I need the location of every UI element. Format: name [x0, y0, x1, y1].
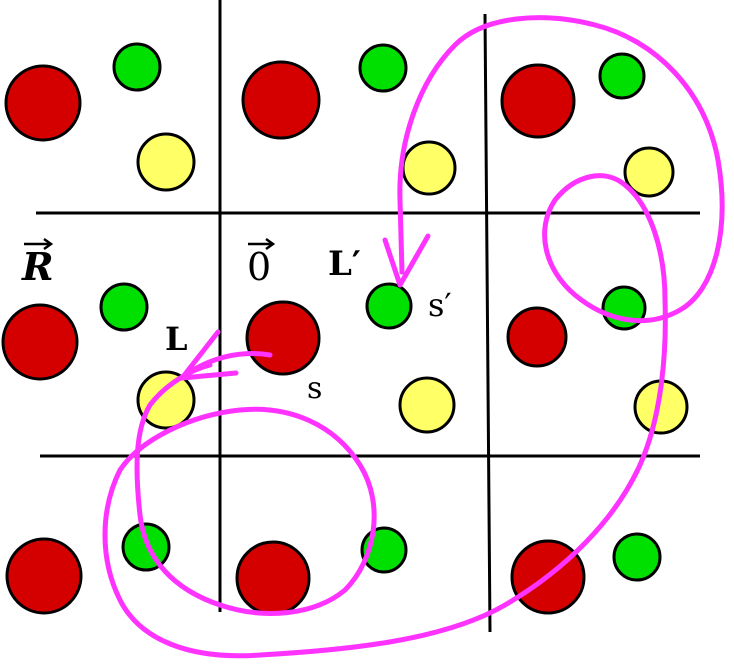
- vector-arrow-zero-icon: [248, 237, 276, 251]
- atom-green: [112, 42, 162, 92]
- path-L-prime: [102, 15, 725, 659]
- atom-red: [4, 64, 82, 142]
- atom-red: [506, 306, 568, 368]
- arrowhead-L-prime: [382, 233, 431, 288]
- exchange-paths: [102, 15, 725, 659]
- label-R-vector: R: [21, 244, 54, 289]
- atom-red: [1, 303, 79, 381]
- atom-red: [245, 300, 321, 376]
- path-L: [182, 351, 273, 378]
- atom-red: [235, 540, 311, 616]
- atoms: [1, 42, 689, 616]
- atom-yellow: [401, 140, 457, 196]
- grid-lines: [36, 0, 700, 633]
- label-zero-vector: 0: [247, 245, 271, 289]
- atom-green: [365, 282, 413, 330]
- atom-red: [241, 60, 321, 140]
- atom-red: [5, 537, 83, 615]
- grid-line-vertical-2: [483, 13, 492, 633]
- label-L: L: [165, 320, 188, 358]
- atom-yellow: [136, 132, 196, 192]
- atom-green: [358, 43, 408, 93]
- atom-yellow: [136, 370, 196, 430]
- arrowhead-L: [179, 329, 239, 381]
- label-s-prime: s′: [428, 286, 452, 324]
- atom-yellow: [398, 376, 456, 434]
- labels: R 0 L′ s′ L s: [21, 237, 452, 406]
- atom-yellow: [623, 146, 675, 198]
- atom-green: [612, 532, 662, 582]
- label-s: s: [307, 371, 322, 406]
- atom-green: [99, 282, 149, 332]
- atom-green: [598, 52, 646, 100]
- atom-red: [500, 63, 576, 139]
- vector-arrow-R-icon: [24, 237, 54, 251]
- label-L-prime: L′: [328, 244, 361, 284]
